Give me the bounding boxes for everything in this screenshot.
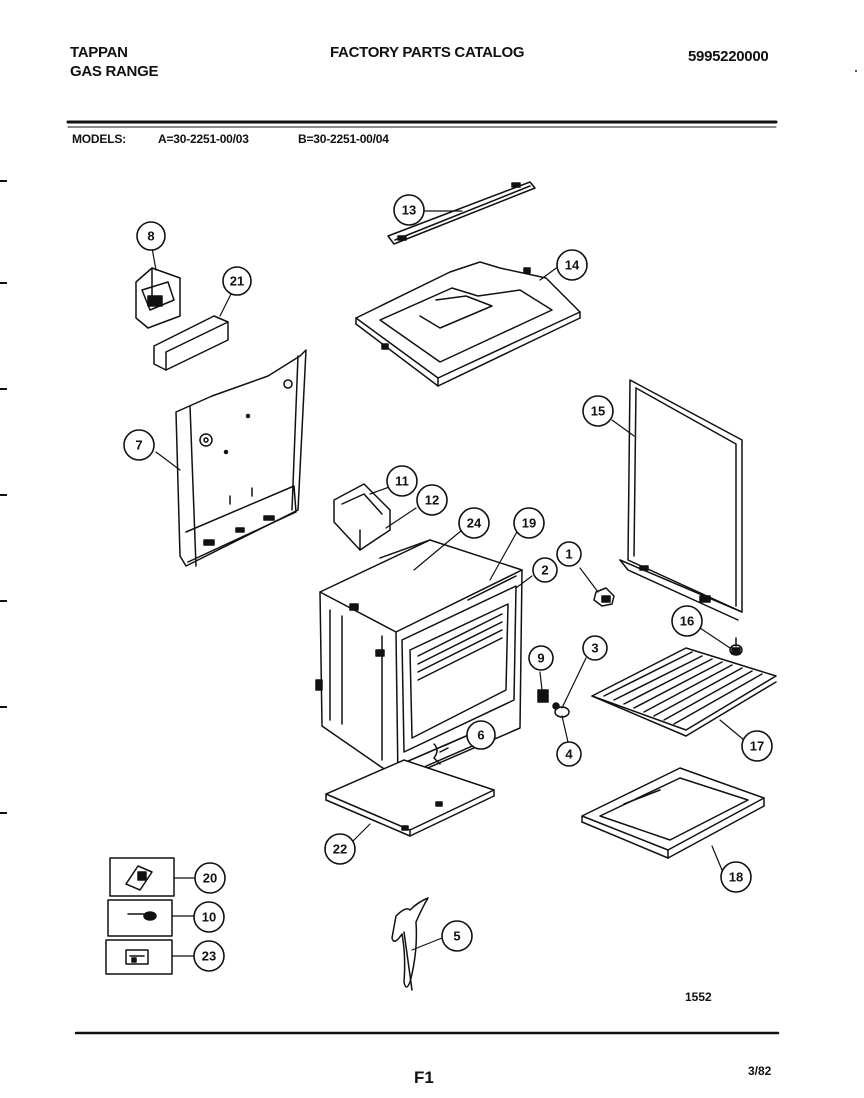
callout-24: 24 [467, 516, 482, 531]
callout-6: 6 [477, 728, 484, 743]
callout-circle-14 [556, 249, 588, 281]
callout-19: 19 [522, 516, 536, 531]
callout-circle-12 [416, 484, 448, 516]
part-22-bottom-panel [325, 759, 495, 837]
callout-circle-6 [466, 720, 496, 750]
model-a: A=30-2251-00/03 [158, 132, 249, 146]
callout-circle-13 [393, 194, 425, 226]
callout-21: 21 [230, 274, 244, 289]
callout-circle-19 [513, 507, 545, 539]
callout-circle-2 [532, 557, 558, 583]
callout-circle-20 [194, 862, 226, 894]
callout-9: 9 [537, 651, 544, 666]
part-19-oven-liner [467, 575, 517, 601]
callout-23: 23 [202, 949, 216, 964]
callout-circle-5 [441, 920, 473, 952]
callout-1: 1 [565, 547, 572, 562]
part-7-back-panel [175, 349, 307, 567]
scan-mark [0, 494, 7, 496]
scan-speck [855, 70, 857, 72]
callout-18: 18 [729, 870, 743, 885]
callout-circle-23 [193, 940, 225, 972]
part-14-top-panel [355, 261, 581, 387]
part-1-knob [593, 587, 615, 607]
part-6-clip [433, 743, 449, 765]
scan-mark [0, 706, 7, 708]
callout-17: 17 [750, 739, 764, 754]
scan-mark [0, 812, 7, 814]
part-23-kit-box [105, 939, 173, 975]
callout-circle-18 [720, 861, 752, 893]
callout-circle-4 [556, 741, 582, 767]
leader-lines [151, 210, 745, 957]
callout-circle-8 [136, 221, 166, 251]
part-15-side-panel [619, 379, 743, 621]
callout-10: 10 [202, 910, 216, 925]
part-13-trim-strip [387, 181, 536, 245]
callout-circle-15 [582, 395, 614, 427]
brand-label: TAPPAN [70, 44, 128, 61]
part-17-oven-rack [591, 647, 777, 737]
callout-14: 14 [565, 258, 580, 273]
callout-15: 15 [591, 404, 605, 419]
part-9-spacer [537, 689, 549, 703]
callout-circle-22 [324, 833, 356, 865]
callout-circle-10 [193, 901, 225, 933]
callout-20: 20 [203, 871, 217, 886]
catalog-title: FACTORY PARTS CATALOG [330, 44, 525, 61]
part-16-leveler [729, 637, 743, 656]
part-21-panel [153, 315, 229, 371]
callout-16: 16 [680, 614, 694, 629]
part-3-glide [552, 702, 570, 718]
part-8-bracket [135, 267, 181, 329]
callout-circle-1 [556, 541, 582, 567]
callout-4: 4 [565, 747, 573, 762]
part-number: 5995220000 [688, 48, 769, 65]
callout-circle-3 [582, 635, 608, 661]
page-code: F1 [414, 1068, 434, 1087]
models-label: MODELS: [72, 132, 126, 146]
part-2-oven-body [315, 539, 523, 781]
part-5-hinge [391, 897, 429, 991]
product-label: GAS RANGE [70, 63, 159, 80]
revision-date: 3/82 [748, 1064, 772, 1078]
callout-22: 22 [333, 842, 347, 857]
drawing-number: 1552 [685, 990, 712, 1004]
callout-circle-21 [222, 266, 252, 296]
scan-mark [0, 600, 7, 602]
callout-3: 3 [591, 641, 598, 656]
part-10-kit-box [107, 899, 173, 937]
part-11-burner-box [333, 483, 391, 551]
callout-circle-24 [458, 507, 490, 539]
scan-mark [0, 388, 7, 390]
callout-2: 2 [541, 563, 548, 578]
callout-circles [123, 194, 773, 972]
part-18-broiler-frame [581, 767, 765, 859]
callout-5: 5 [453, 929, 460, 944]
callout-circle-16 [671, 605, 703, 637]
callout-11: 11 [395, 474, 409, 489]
part-20-kit-box [109, 857, 175, 897]
callout-circle-7 [123, 429, 155, 461]
callout-circle-11 [386, 465, 418, 497]
callout-7: 7 [135, 438, 142, 453]
scan-mark [0, 282, 7, 284]
scan-mark [0, 180, 7, 182]
callout-circle-9 [528, 645, 554, 671]
callout-circle-17 [741, 730, 773, 762]
model-b: B=30-2251-00/04 [298, 132, 389, 146]
callout-8: 8 [147, 229, 154, 244]
callout-13: 13 [402, 203, 416, 218]
callout-12: 12 [425, 493, 439, 508]
